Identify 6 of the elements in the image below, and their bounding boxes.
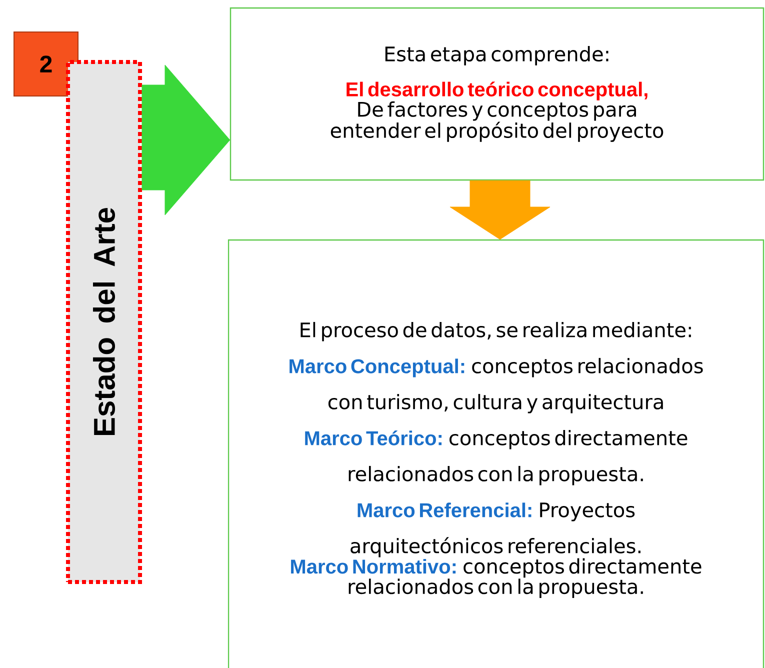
block-arrow — [142, 64, 230, 216]
text-box: Esta etapa comprende: El desarrollo teórico conceptual, De factores y conceptos para entender el propósito del proyecto — [230, 7, 764, 181]
step-number-box: 2 — [14, 31, 78, 96]
block-arrow — [450, 180, 550, 240]
text-box: El proceso de datos, se realiza mediante: Marco Conceptual: conceptos relacionados con turismo, cultura y arquitectura Marco Teórico: conceptos directamente relacionados con la propuesta. Marco Referencial: Proyectos arquitectónicos referenciales. Marco Normativo: conceptos directamente relacionados con la propuesta. — [228, 239, 764, 668]
vertical-title-band: Estado del Arte — [66, 60, 142, 584]
